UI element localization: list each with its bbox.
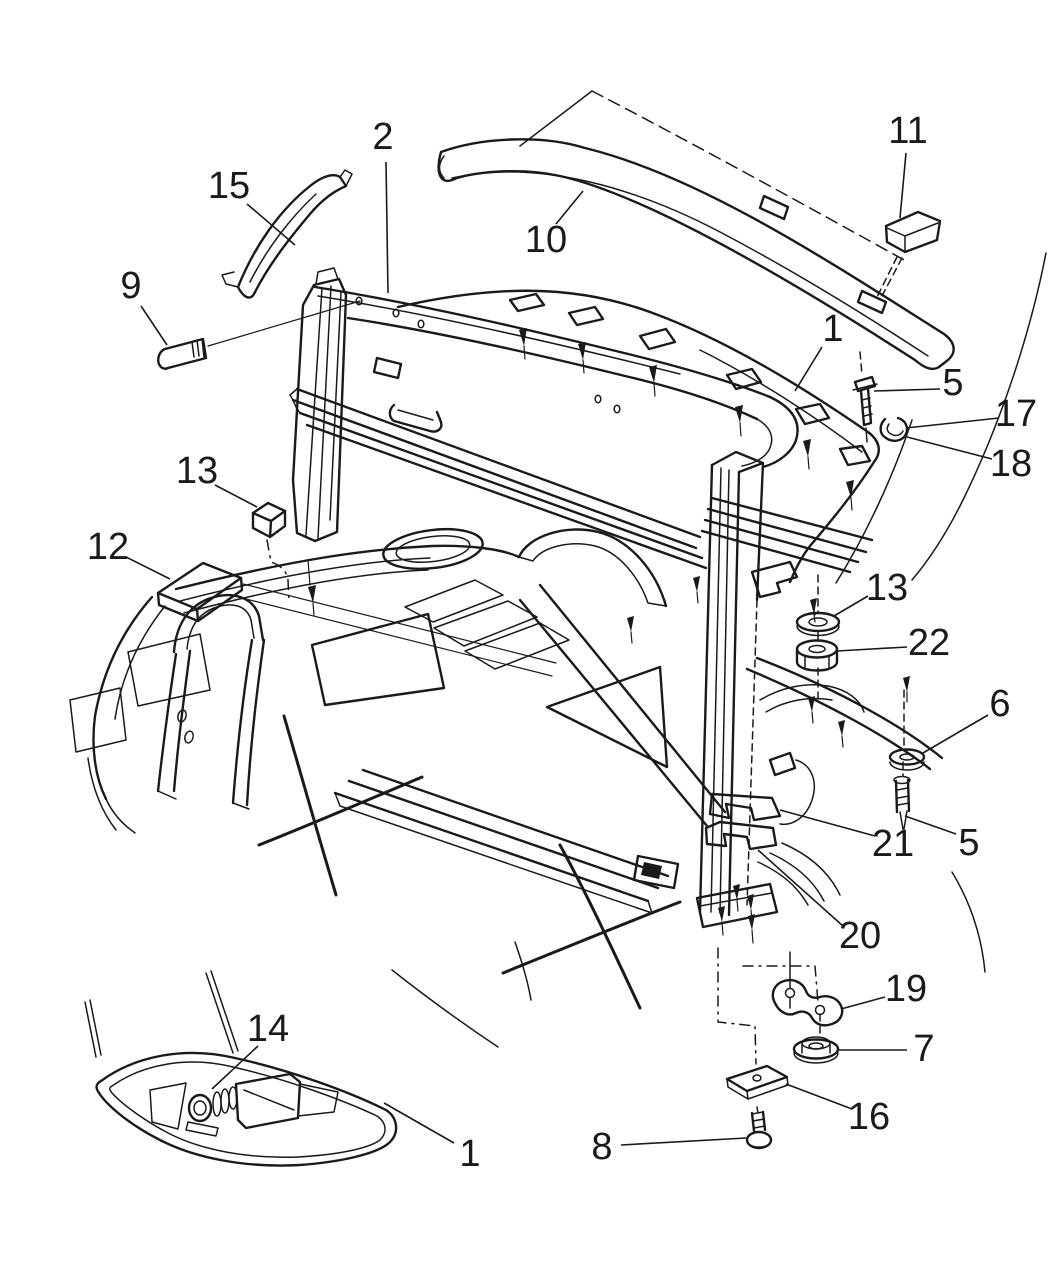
callout-label-14-21: 14 — [247, 1008, 289, 1050]
spacer-part-13-left — [251, 501, 290, 603]
callout-label-1-5: 1 — [822, 308, 843, 350]
sport-bar-leg — [695, 450, 816, 929]
trim-part-15 — [221, 169, 353, 299]
callout-leader-1-22 — [383, 1102, 455, 1144]
callout-leader-20-16 — [757, 849, 844, 927]
callout-leader-2-0 — [385, 161, 389, 294]
callout-leader-14-21 — [211, 1045, 259, 1090]
callout-leader-9-2 — [140, 305, 168, 346]
plate-part-16 — [725, 1064, 789, 1100]
rail-molding-part-10 — [437, 138, 955, 371]
sport-bar-frame-part-2 — [289, 267, 874, 574]
phantom-assembly-lines — [717, 947, 821, 1065]
callout-label-13-11: 13 — [866, 567, 908, 609]
screw-part-5-lower — [893, 689, 911, 830]
callout-leader-21-15 — [779, 809, 876, 837]
callout-label-13-9: 13 — [176, 450, 218, 492]
screw-part-5-upper — [852, 351, 878, 443]
cover-part-1-lower — [95, 1051, 398, 1167]
clip-part-11 — [882, 210, 942, 295]
callout-leader-1-5 — [794, 346, 823, 392]
quarter-panel-context — [391, 252, 1047, 1048]
callout-label-21-15: 21 — [872, 823, 914, 865]
callout-label-6-13: 6 — [989, 683, 1010, 725]
stud-part-9 — [157, 300, 361, 370]
callout-leader-12-10 — [125, 556, 171, 580]
callout-label-16-19: 16 — [848, 1096, 890, 1138]
callout-leader-8-20 — [620, 1137, 747, 1146]
callout-label-20-16: 20 — [839, 915, 881, 957]
callout-label-22-12: 22 — [908, 622, 950, 664]
phantom-top-outline — [519, 90, 907, 298]
bracket-part-20 — [704, 820, 778, 851]
grommet-part-6 — [888, 748, 926, 771]
callout-label-7-18: 7 — [913, 1028, 934, 1070]
cover-panel-part-1-upper — [396, 289, 880, 619]
callout-label-1-22: 1 — [459, 1133, 480, 1175]
callout-label-15-1: 15 — [208, 165, 250, 207]
callout-leader-5-6 — [873, 388, 941, 392]
deck-tub-structure — [69, 527, 944, 1058]
screw-part-8 — [745, 1106, 773, 1150]
callout-leader-10-3 — [555, 190, 584, 225]
callout-leader-5-14 — [904, 815, 957, 835]
callout-label-11-4: 11 — [888, 110, 927, 152]
callout-leader-13-11 — [833, 595, 869, 617]
callout-leader-13-9 — [214, 484, 258, 508]
callout-label-10-3: 10 — [525, 219, 567, 261]
latch-part-14 — [185, 1072, 339, 1137]
callout-leader-6-13 — [922, 714, 989, 754]
bracket-part-21 — [708, 792, 782, 822]
callout-leader-15-1 — [246, 203, 296, 246]
callout-leader-17-7 — [905, 417, 1000, 429]
nut-part-22 — [795, 574, 839, 701]
callout-label-9-2: 9 — [120, 265, 141, 307]
callout-label-18-8: 18 — [990, 443, 1032, 485]
callout-leader-18-8 — [906, 436, 993, 460]
callout-leader-22-12 — [836, 646, 908, 652]
callout-label-12-10: 12 — [87, 526, 129, 568]
callout-label-19-17: 19 — [885, 968, 927, 1010]
callout-leader-16-19 — [785, 1083, 853, 1110]
c-clip-part-17-18 — [879, 416, 909, 442]
callout-leader-11-4 — [899, 152, 907, 219]
callout-label-8-20: 8 — [591, 1126, 612, 1168]
nut-part-7 — [792, 1036, 840, 1064]
bracket-part-19 — [771, 951, 844, 1027]
callout-label-2-0: 2 — [372, 116, 393, 158]
pad-part-12 — [156, 561, 557, 677]
callout-label-17-7: 17 — [995, 393, 1037, 435]
callout-label-5-14: 5 — [958, 822, 979, 864]
callout-leader-19-17 — [840, 996, 886, 1010]
push-pin-fasteners — [307, 328, 910, 944]
callout-label-5-6: 5 — [942, 362, 963, 404]
